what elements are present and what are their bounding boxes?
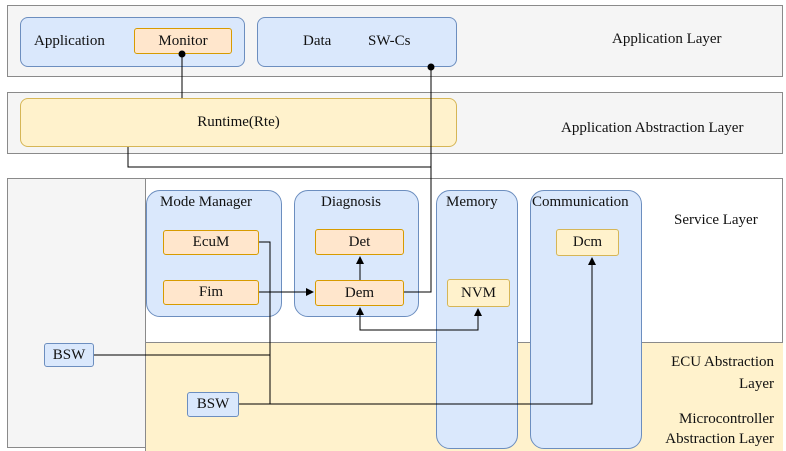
bsw-dcm-arrow (239, 258, 592, 404)
dem-nvm-arrow (360, 309, 478, 330)
swcs-connector-dot (428, 64, 435, 71)
swcs-dem-line (404, 67, 431, 292)
rte-bus-line (128, 147, 431, 167)
ecum-bsw-line (239, 242, 270, 404)
monitor-connector-dot (179, 51, 186, 58)
